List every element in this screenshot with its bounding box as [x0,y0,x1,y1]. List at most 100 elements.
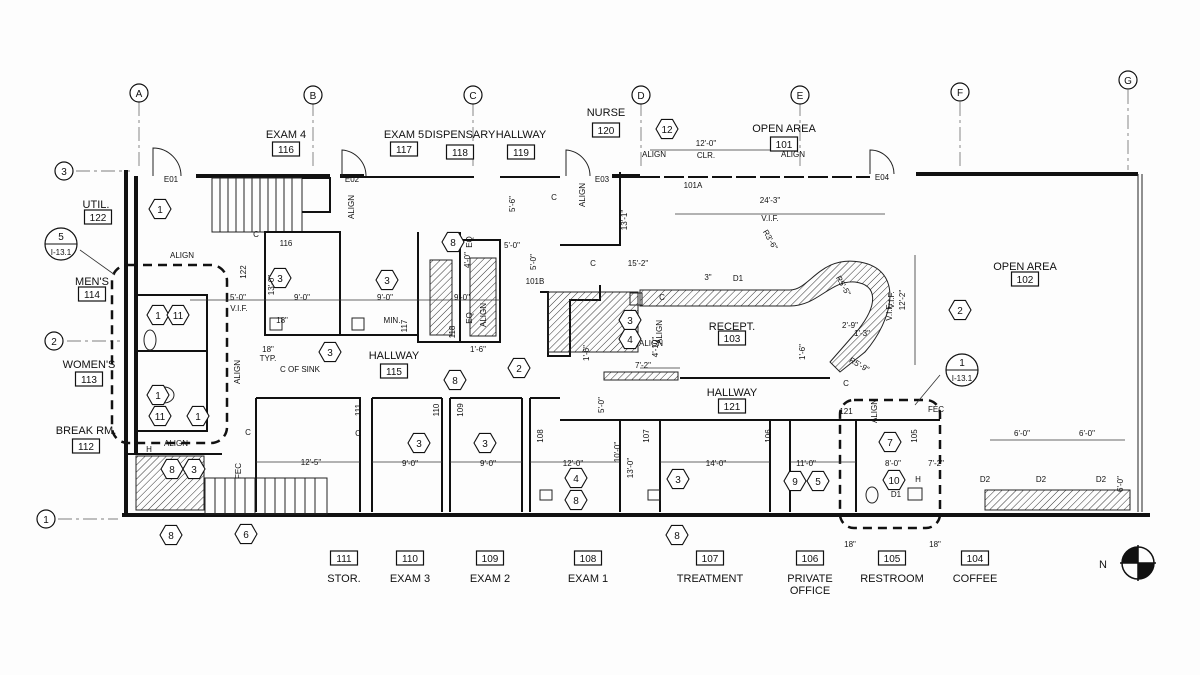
room-number-left: 114 [84,290,100,301]
plan-note: C [245,428,251,437]
door-swings [152,147,895,177]
keynote-hex-label: 8 [674,531,680,542]
dimension-label: 1'-6" [470,345,486,354]
room-name-left: BREAK RM. [56,425,117,437]
room-number-inner: 103 [724,334,741,345]
room-number-left-box [77,286,107,302]
grid-row-bubble: 3 [61,167,67,178]
grid-column-bubble-circle [129,83,149,103]
dimension-label: R5'-9" [848,356,871,375]
dimension-lines [190,149,1125,463]
keynote-hex-label: 2 [516,364,522,375]
room-number-bottom-box [877,550,907,566]
room-name-top: DISPENSARY [425,129,496,141]
keynote-hex [655,118,679,140]
room-number-bottom-box [795,550,825,566]
wall-room-tag: 116 [280,239,293,248]
room-number-bottom: 107 [702,554,719,565]
dimension-label: V.I.F. [887,291,896,309]
keynote-hex [783,470,807,492]
dimension-label: 5'-0" [597,397,606,413]
keynote-hex-label: 1 [195,412,201,423]
wall-room-tag: 108 [536,429,545,443]
room-number-top-box [769,136,799,152]
keynote-hex [878,431,902,453]
keynote-hex [564,489,588,511]
room-name-bottom-line2: OFFICE [790,585,830,597]
keynote-hex [160,458,184,480]
dimension-label: 1'-6" [582,345,591,361]
grid-column-bubble: B [310,91,317,102]
north-arrow-icon [1120,545,1156,581]
dimension-label: 7'-2" [928,459,944,468]
plan-note: D2 [980,475,991,484]
dimension-label: 1'-3" [854,329,870,338]
keynote-hex [182,458,206,480]
keynote-hex-label: 1 [155,391,161,402]
room-number-top: 116 [278,145,294,156]
dimension-label: TYP. [260,354,277,363]
room-name-bottom: PRIVATE [787,573,832,585]
keynote-hex [441,231,465,253]
room-number-bottom: 105 [884,554,901,565]
dimension-label: 9'-0" [294,293,310,302]
room-name-left: UTIL. [83,199,110,211]
dimension-label: 9'-0" [377,293,393,302]
dimension-label: 12'-0" [563,459,584,468]
grid-column-bubble: D [637,91,644,102]
dimension-label: 10'-0" [613,442,622,463]
keynote-hex [146,304,170,326]
dimension-label: 6'-0" [1014,429,1030,438]
hatched-counters [135,257,1131,511]
grid-lines [58,90,1129,520]
dimension-label: 6'-0" [1116,476,1125,492]
plan-note: C [355,429,361,438]
keynote-hex-label: 8 [450,238,456,249]
dimension-label: 18" [276,316,288,325]
plan-note: D1 [891,490,902,499]
room-name-inner: OPEN AREA [993,261,1057,273]
room-number-bottom: 108 [580,554,597,565]
grid-row-bubble: 1 [43,515,49,526]
grid-row-bubble-circle [44,331,64,351]
dimension-label: 3" [704,273,711,282]
keynote-hex [375,269,399,291]
keynote-hex-label: 12 [661,125,673,136]
keynote-hex-label: 6 [243,530,249,541]
detail-callout-sheet: I-13.1 [952,374,973,383]
door-tag: 101B [526,277,545,286]
plan-note: C [551,193,557,202]
room-name-inner: HALLWAY [369,350,420,362]
dimension-label: 12'-0" [696,139,717,148]
room-number-bottom: 106 [802,554,819,565]
keynote-hex-label: 8 [169,465,175,476]
room-number-top: 119 [513,148,529,159]
detail-callout-number: 1 [959,358,965,369]
room-name-bottom: EXAM 2 [470,573,510,585]
dimension-label: MIN. [384,316,401,325]
room-number-bottom-box [329,550,359,566]
room-number-left: 122 [90,213,107,224]
plan-note: ALIGN [578,183,587,207]
keynote-hex-label: 11 [173,311,184,322]
room-number-top-box [271,141,301,157]
plan-note: H [915,475,921,484]
grid-row-bubble-circle [36,509,56,529]
wall-room-tag: 110 [432,403,441,416]
room-number-left-box [74,371,104,387]
plan-note: D2 [1036,475,1047,484]
plan-note: ALIGN [639,339,663,348]
wall-room-tag: 111 [354,403,363,416]
keynote-hex-label: 7 [887,438,893,449]
dimension-label: 24'-3" [760,196,781,205]
dimension-label: 18" [929,540,941,549]
dimension-label: V.I.F. [761,214,779,223]
plan-note: V.I.F. [885,303,894,321]
door-tag: 121 [839,407,853,416]
plan-note: ALIGN [655,320,664,344]
keynote-hex [507,357,531,379]
dimension-label: 4'-10" [651,337,660,358]
dimension-label: CLR. [697,151,715,160]
